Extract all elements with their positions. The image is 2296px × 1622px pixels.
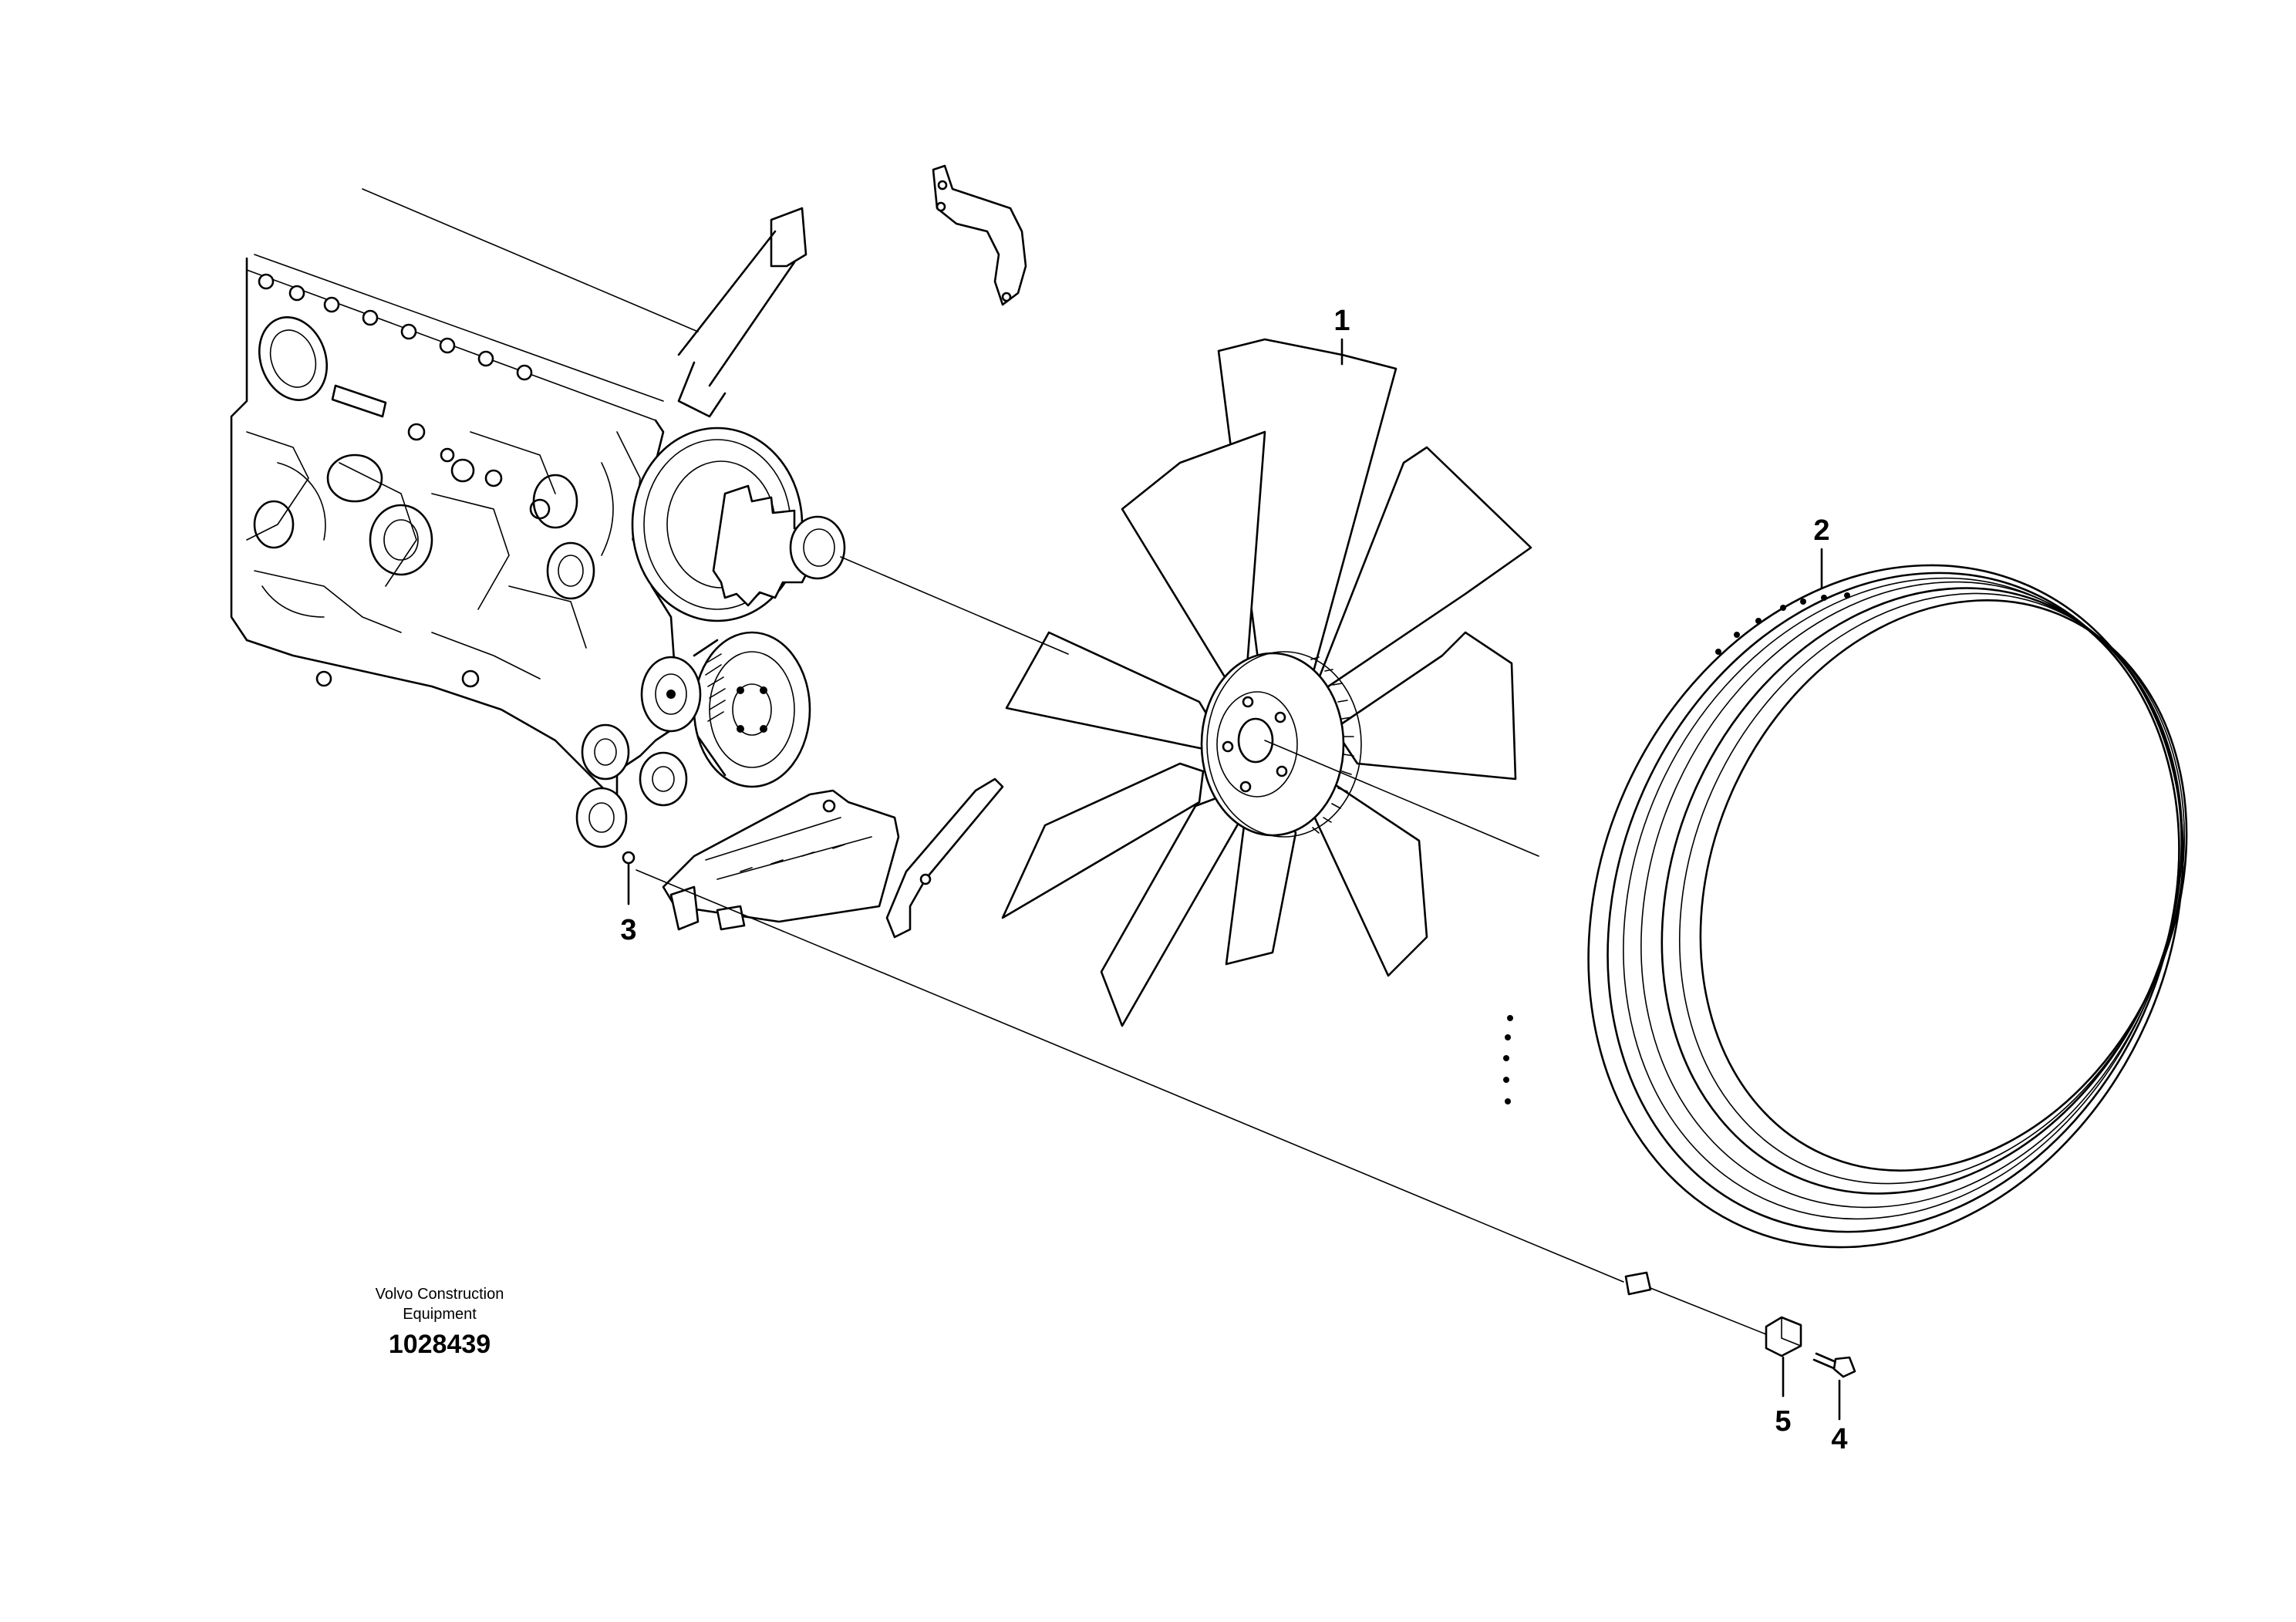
credit-block: Volvo Construction Equipment 1028439: [376, 1286, 504, 1359]
assembly-lines: [636, 556, 1767, 1335]
upper-brackets: [677, 164, 1027, 418]
belt-drive: [575, 631, 811, 848]
ring-screw: [1812, 1352, 1856, 1421]
credit-company-line2: Equipment: [403, 1306, 477, 1323]
callout-3: 3: [620, 914, 636, 946]
lower-bracket: [662, 777, 1004, 939]
document-number: 1028439: [389, 1330, 491, 1359]
credit-company: Volvo Construction: [376, 1286, 504, 1303]
engine-block: [230, 188, 699, 804]
fan-blades: [1001, 338, 1532, 1027]
bracket-bolt: [622, 851, 636, 905]
callout-2: 2: [1813, 514, 1829, 547]
callout-4: 4: [1831, 1423, 1847, 1455]
callout-1: 1: [1333, 305, 1350, 337]
callout-5: 5: [1775, 1405, 1791, 1438]
ring-clip: [1765, 1316, 1802, 1398]
fan-assembly: [1001, 338, 1532, 1027]
fan-ring: [1503, 564, 2188, 1296]
callout-leaders: [1340, 338, 1823, 589]
crank-pulley: [631, 427, 846, 622]
